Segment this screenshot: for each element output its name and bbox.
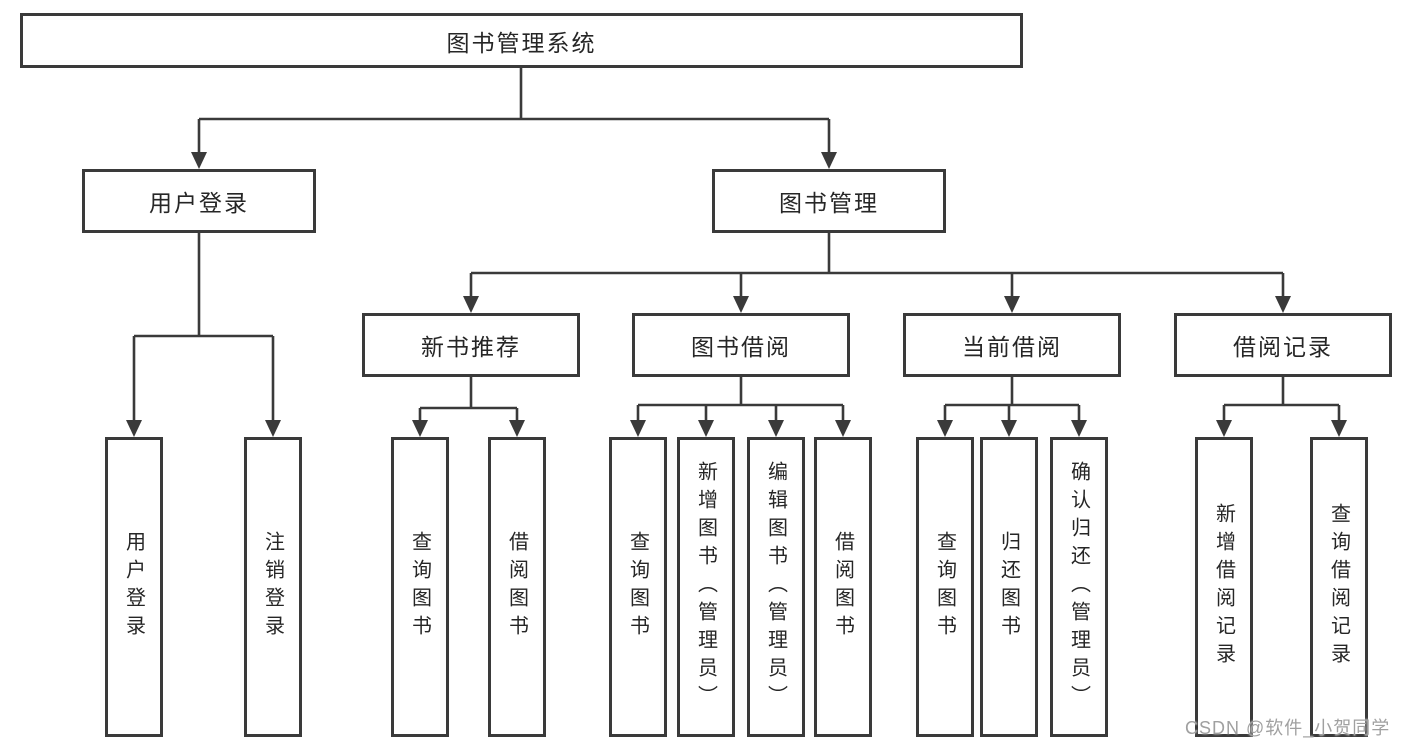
node-current-borrow: 当前借阅 (903, 313, 1121, 377)
leaf-add-book-admin-label: 新增图书（管理员） (694, 461, 717, 713)
node-book-management: 图书管理 (712, 169, 946, 233)
leaf-confirm-return-admin-label: 确认归还（管理员） (1067, 461, 1090, 713)
node-new-book-recommend: 新书推荐 (362, 313, 580, 377)
leaf-return-book-label: 归还图书 (997, 531, 1020, 643)
leaf-user-login: 用户登录 (105, 437, 163, 737)
node-book-management-label: 图书管理 (779, 190, 879, 216)
leaf-query-borrow-record: 查询借阅记录 (1310, 437, 1368, 737)
leaf-borrow-books-recommend: 借阅图书 (488, 437, 546, 737)
leaf-add-borrow-record-label: 新增借阅记录 (1212, 503, 1235, 671)
leaf-edit-book-admin: 编辑图书（管理员） (747, 437, 805, 737)
leaf-query-books-recommend-label: 查询图书 (408, 531, 431, 643)
leaf-add-book-admin: 新增图书（管理员） (677, 437, 735, 737)
leaf-query-books-current: 查询图书 (916, 437, 974, 737)
leaf-borrow-books-recommend-label: 借阅图书 (505, 531, 528, 643)
leaf-query-books-borrow: 查询图书 (609, 437, 667, 737)
node-book-borrow: 图书借阅 (632, 313, 850, 377)
node-current-borrow-label: 当前借阅 (962, 334, 1062, 360)
leaf-query-books-current-label: 查询图书 (933, 531, 956, 643)
node-borrow-records-label: 借阅记录 (1233, 334, 1333, 360)
leaf-query-borrow-record-label: 查询借阅记录 (1327, 503, 1350, 671)
leaf-user-login-label: 用户登录 (122, 531, 145, 643)
leaf-borrow-books-label: 借阅图书 (831, 531, 854, 643)
leaf-confirm-return-admin: 确认归还（管理员） (1050, 437, 1108, 737)
node-borrow-records: 借阅记录 (1174, 313, 1392, 377)
node-new-book-recommend-label: 新书推荐 (421, 334, 521, 360)
leaf-logout-label: 注销登录 (261, 531, 284, 643)
leaf-query-books-borrow-label: 查询图书 (626, 531, 649, 643)
node-root: 图书管理系统 (20, 13, 1023, 68)
leaf-logout: 注销登录 (244, 437, 302, 737)
node-root-label: 图书管理系统 (446, 29, 597, 56)
node-book-borrow-label: 图书借阅 (691, 334, 791, 360)
leaf-query-books-recommend: 查询图书 (391, 437, 449, 737)
leaf-edit-book-admin-label: 编辑图书（管理员） (764, 461, 787, 713)
node-user-login-label: 用户登录 (149, 190, 249, 216)
leaf-add-borrow-record: 新增借阅记录 (1195, 437, 1253, 737)
watermark: CSDN @软件_小贺同学 (1185, 718, 1391, 738)
node-user-login: 用户登录 (82, 169, 316, 233)
leaf-borrow-books: 借阅图书 (814, 437, 872, 737)
leaf-return-book: 归还图书 (980, 437, 1038, 737)
